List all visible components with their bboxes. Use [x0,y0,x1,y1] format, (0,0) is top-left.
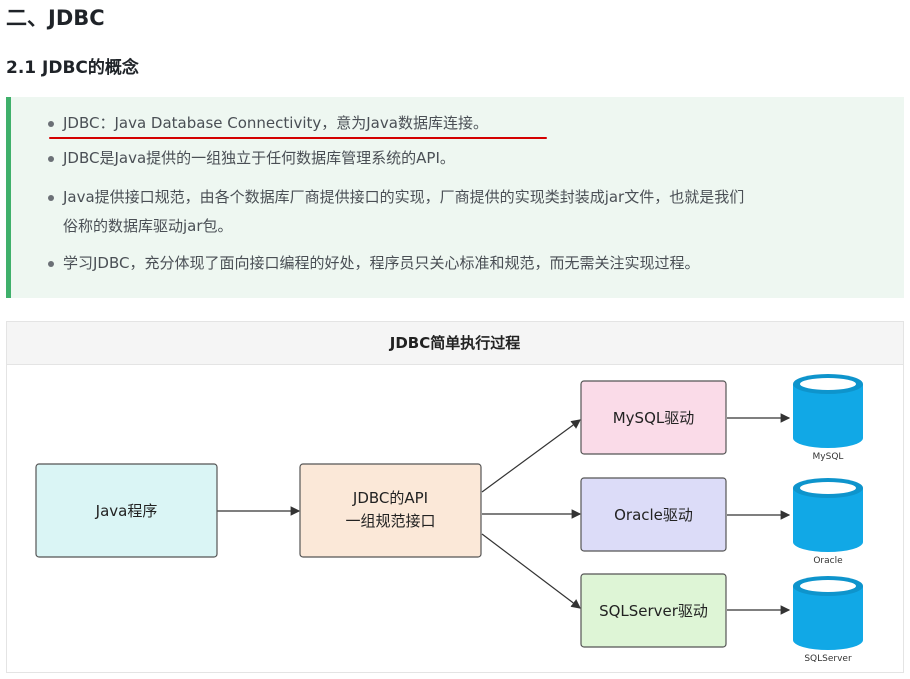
jdbc-api-box [299,463,482,558]
mysql-driver-label: MySQL驱动 [613,409,695,427]
subsection-heading: 2.1 JDBC的概念 [6,58,139,78]
bullet-interface-spec: Java提供接口规范，由各个数据库厂商提供接口的实现，厂商提供的实现类封装成ja… [47,183,744,212]
bullet-interface-programming: 学习JDBC，充分体现了面向接口编程的好处，程序员只关心标准和规范，而无需关注实… [47,249,699,278]
sqlserver-database-icon [793,576,863,650]
java-program-label: Java程序 [95,502,158,520]
oracle-driver-box [580,477,727,552]
sqlserver-driver-label: SQLServer驱动 [599,602,708,620]
bullet-interface-spec-cont: 俗称的数据库驱动jar包。 [63,217,233,235]
oracle-database-label: Oracle [813,556,843,566]
oracle-database-icon [793,478,863,552]
jdbc-api-label-line1: JDBC的API [352,489,428,507]
oracle-driver-label: Oracle驱动 [614,506,693,524]
diagram-title: JDBC简单执行过程 [7,322,903,365]
sqlserver-driver-box [580,573,727,648]
jdbc-api-label-line2: 一组规范接口 [345,512,435,530]
sqlserver-database-label: SQLServer [804,654,852,664]
jdbc-flow-diagram: JDBC简单执行过程 Java程序 JDBC的API 一组规范接口 MySQL驱… [6,321,904,673]
mysql-database-label: MySQL [813,452,844,462]
arrow-api-to-mysql [481,419,581,493]
red-underline [49,137,547,139]
flow-canvas: Java程序 JDBC的API 一组规范接口 MySQL驱动 Oracle驱动 … [35,374,863,664]
mysql-driver-box [580,380,727,455]
java-program-box [35,463,218,558]
section-heading: 二、JDBC [6,6,105,30]
arrow-api-to-sqlserver [481,533,581,609]
bullet-jdbc-definition: JDBC：Java Database Connectivity，意为Java数据… [48,109,488,138]
concept-callout: JDBC：Java Database Connectivity，意为Java数据… [6,97,904,298]
mysql-database-icon [793,374,863,448]
bullet-jdbc-api: JDBC是Java提供的一组独立于任何数据库管理系统的API。 [48,144,455,173]
